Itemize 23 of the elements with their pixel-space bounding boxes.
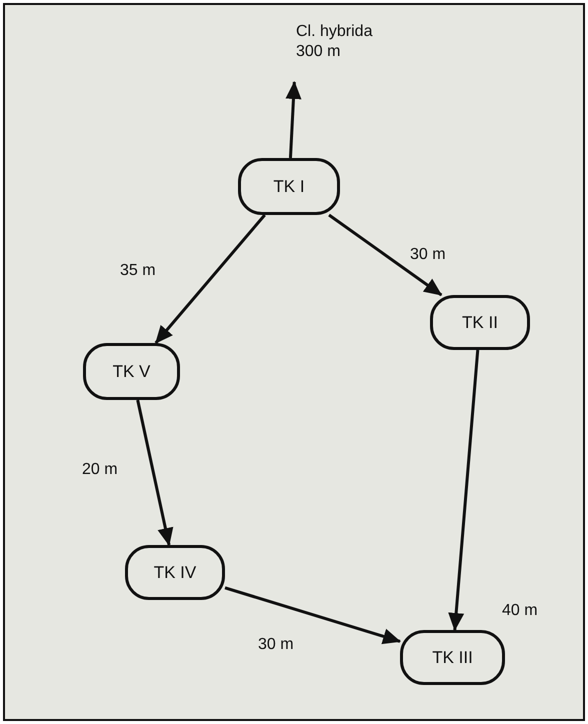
edge-label: 30 m (257, 636, 295, 654)
arrow (224, 586, 401, 644)
arrow (328, 214, 442, 296)
edge-label: 30 m (409, 246, 447, 264)
arrow (285, 81, 302, 158)
node-label: TK V (112, 362, 150, 382)
node-text: Cl. hybrida (296, 22, 372, 42)
node-text: 300 m (296, 42, 340, 62)
arrow (154, 214, 266, 344)
rounded-node (125, 545, 225, 600)
edge-label: 40 m (501, 602, 539, 620)
arrow (448, 350, 480, 631)
arrow (136, 400, 174, 546)
node-label: TK II (462, 312, 498, 332)
rounded-node (83, 343, 180, 400)
edge-label: 20 m (81, 461, 119, 479)
node-label: TK IV (154, 562, 196, 582)
rounded-node (238, 158, 340, 215)
node-label: TK III (432, 648, 473, 668)
rounded-node (430, 295, 530, 350)
node-label: TK I (273, 176, 305, 196)
rounded-node (400, 630, 505, 685)
edge-label: 35 m (119, 262, 157, 280)
